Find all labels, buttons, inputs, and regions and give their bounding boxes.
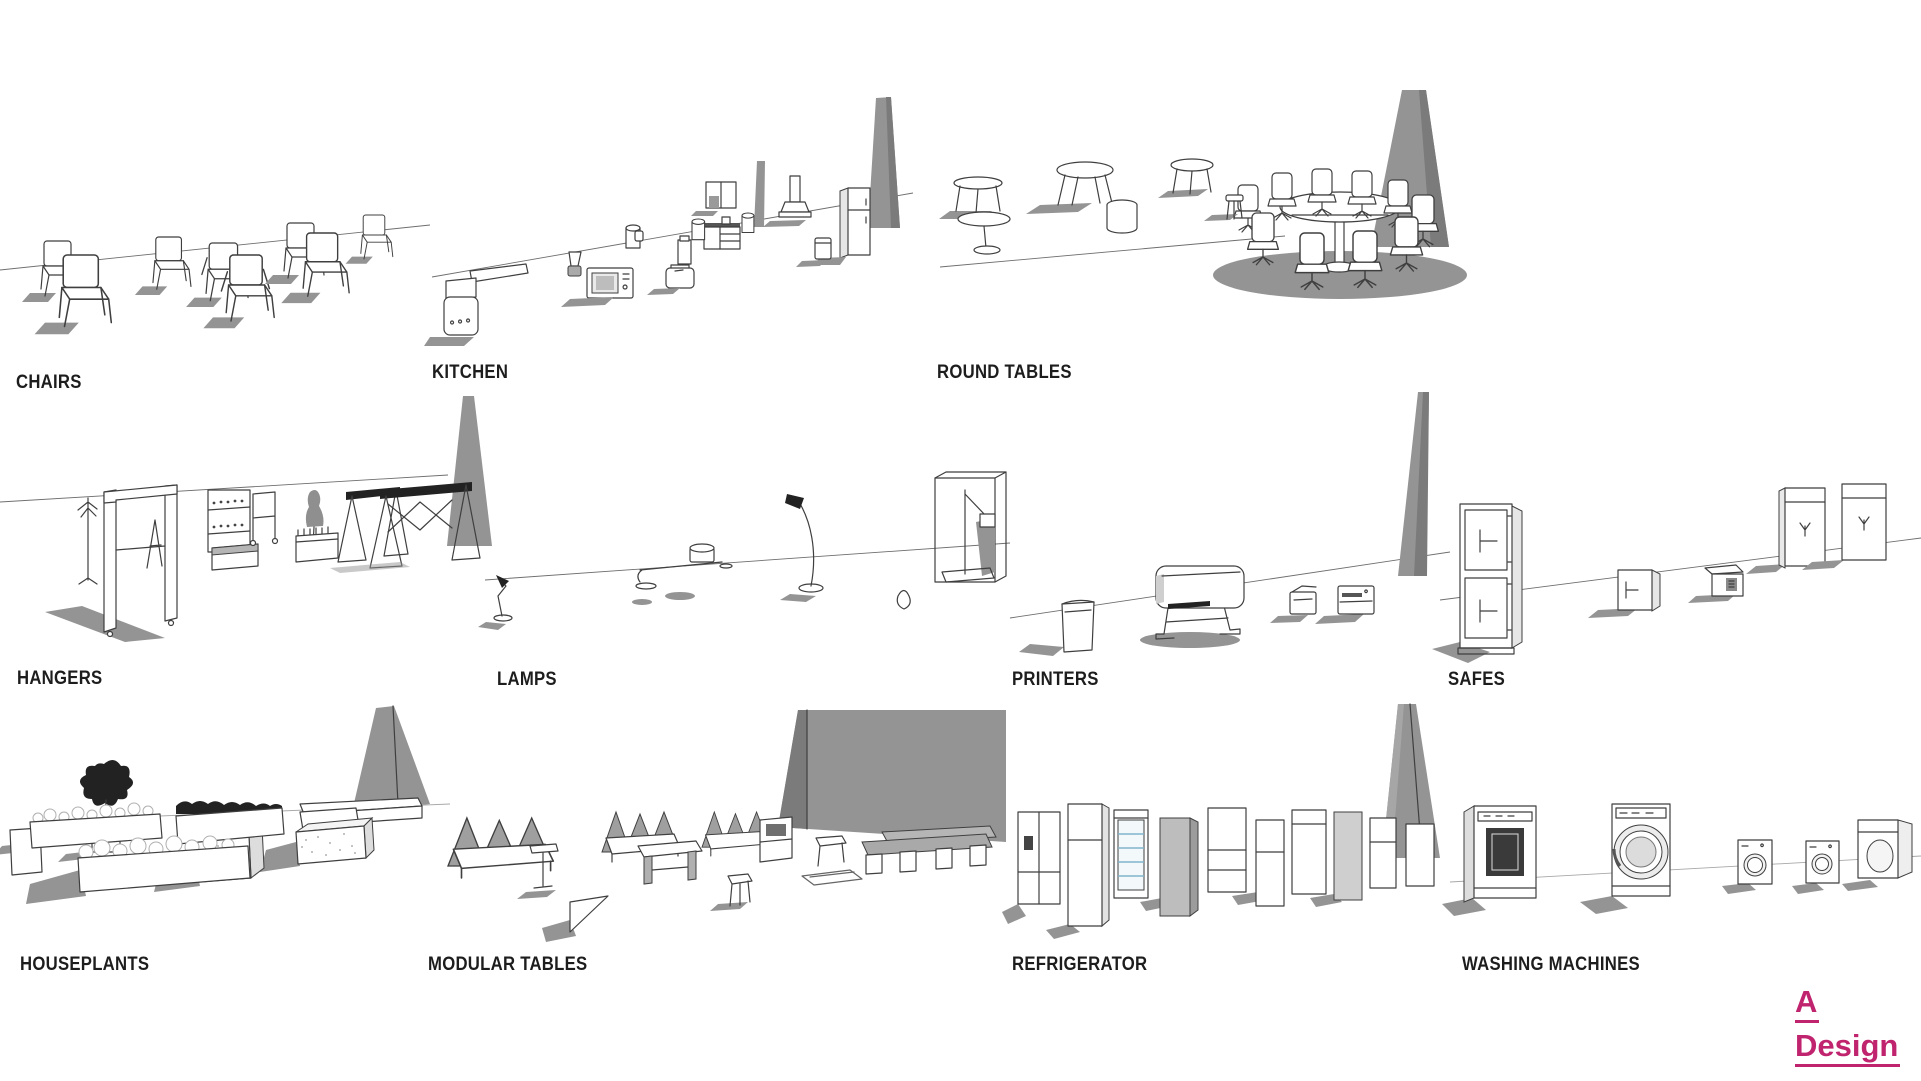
kitchen-illustration	[424, 97, 914, 346]
category-modular-tables[interactable]: MODULAR TABLES	[428, 700, 1015, 990]
houseplants-illustration	[0, 705, 451, 904]
category-refrigerator[interactable]: REFRIGERATOR	[1002, 700, 1450, 990]
round-tables-illustration	[939, 90, 1467, 299]
category-label-round-tables: ROUND TABLES	[937, 362, 1072, 383]
safes-illustration	[1432, 483, 1921, 663]
category-label-modular-tables: MODULAR TABLES	[428, 954, 588, 975]
category-chairs[interactable]: CHAIRS	[0, 175, 431, 405]
lamps-illustration	[478, 471, 1011, 630]
category-label-hangers: HANGERS	[17, 668, 103, 689]
category-label-kitchen: KITCHEN	[432, 362, 509, 383]
category-houseplants[interactable]: HOUSEPLANTS	[0, 700, 451, 990]
category-label-safes: SAFES	[1448, 669, 1506, 690]
hangers-illustration	[0, 396, 492, 642]
category-printers[interactable]: PRINTERS	[1009, 390, 1451, 690]
category-label-chairs: CHAIRS	[16, 372, 82, 393]
category-label-printers: PRINTERS	[1012, 669, 1099, 690]
modular-tables-illustration	[447, 709, 1006, 942]
brand-logo[interactable]: A Design	[1795, 986, 1901, 1067]
printers-illustration	[1009, 392, 1451, 656]
category-safes[interactable]: SAFES	[1432, 390, 1921, 690]
category-label-lamps: LAMPS	[497, 669, 557, 690]
category-washing-machines[interactable]: WASHING MACHINES	[1442, 700, 1921, 990]
category-label-houseplants: HOUSEPLANTS	[20, 954, 150, 975]
category-round-tables[interactable]: ROUND TABLES	[937, 85, 1530, 385]
category-label-refrigerator: REFRIGERATOR	[1012, 954, 1148, 975]
category-hangers[interactable]: HANGERS	[0, 390, 520, 690]
refrigerator-illustration	[1002, 703, 1440, 939]
brand-line1: A	[1795, 986, 1820, 1023]
chairs-illustration	[0, 214, 431, 336]
category-lamps[interactable]: LAMPS	[390, 390, 1011, 690]
brand-line2: Design	[1795, 1030, 1901, 1067]
washing-machines-illustration	[1442, 803, 1921, 916]
category-kitchen[interactable]: KITCHEN	[424, 85, 915, 385]
category-label-washing-machines: WASHING MACHINES	[1462, 954, 1640, 975]
